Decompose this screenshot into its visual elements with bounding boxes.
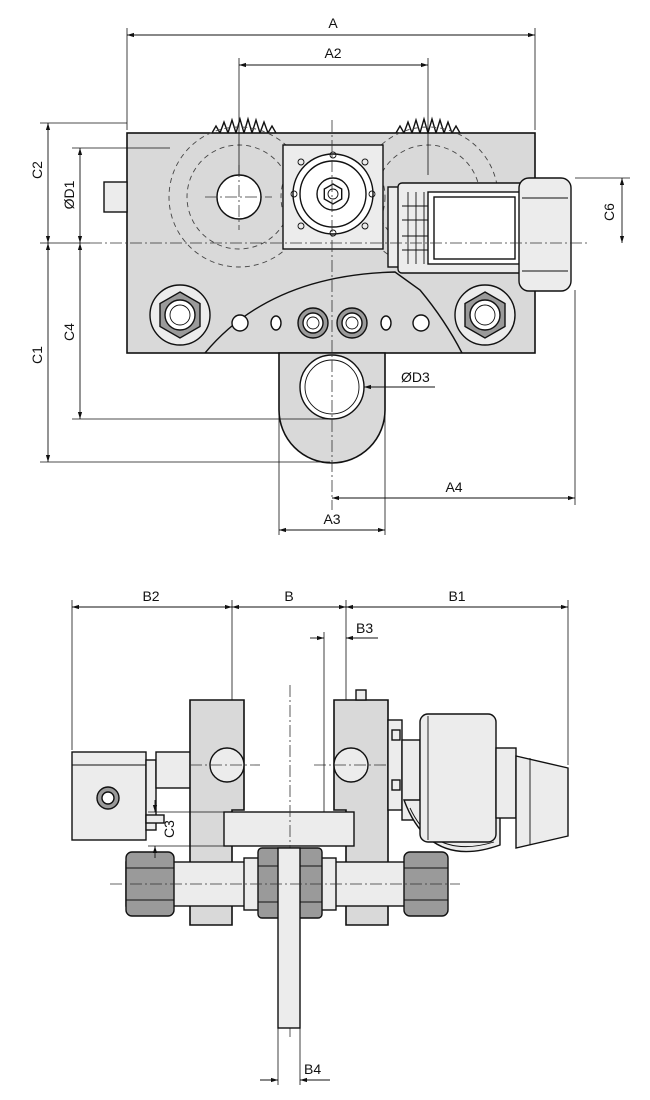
dim-D3: ØD3 [364, 369, 435, 390]
side-view: B2 B B1 B3 C3 B [71, 588, 569, 1085]
dim-A-label: A [328, 15, 338, 31]
right-motor [401, 713, 569, 853]
gearbox-hub [316, 177, 350, 211]
gearbox-mid-ring [299, 160, 367, 228]
dim-B3-label: B3 [356, 620, 373, 636]
dim-C1: C1 [29, 243, 330, 463]
dim-B1-label: B1 [448, 588, 465, 604]
dim-D3-label: ØD3 [401, 369, 430, 385]
dim-A3: A3 [278, 410, 386, 535]
dim-A2-label: A2 [324, 45, 341, 61]
left-wheel-nut [149, 284, 211, 346]
beam-flange [223, 811, 355, 847]
hex-socket [323, 183, 343, 205]
left-gear-teeth [211, 116, 277, 136]
dim-D1-label: ØD1 [61, 180, 77, 209]
dim-D1: ØD1 [61, 147, 170, 243]
dim-A2: A2 [238, 45, 429, 175]
end-stub [103, 181, 128, 213]
dim-A4-label: A4 [445, 479, 462, 495]
dim-B-label: B [284, 588, 293, 604]
dim-C4: C4 [61, 243, 332, 420]
dim-B2-label: B2 [142, 588, 159, 604]
dim-A3-label: A3 [323, 511, 340, 527]
top-view: A A2 C2 ØD1 C1 C4 [29, 15, 630, 535]
left-motor [71, 751, 193, 841]
dim-C3: C3 [148, 800, 224, 858]
dim-B4: B4 [260, 1028, 330, 1085]
dim-B3: B3 [310, 620, 378, 812]
dim-C3-label: C3 [161, 820, 177, 838]
motor-cap [518, 177, 572, 292]
right-wheel-nut [454, 284, 516, 346]
center-bolt-left [297, 307, 329, 339]
dim-C4-label: C4 [61, 323, 77, 341]
center-bolt-right [336, 307, 368, 339]
dim-B1: B1 [346, 588, 569, 765]
hanger-plate [277, 847, 301, 1029]
dim-C6-label: C6 [601, 203, 617, 221]
dim-B4-label: B4 [304, 1061, 321, 1077]
dim-C6: C6 [575, 177, 630, 243]
small-hole [231, 314, 249, 332]
dim-A4: A4 [332, 290, 576, 505]
dim-A: A [126, 15, 536, 130]
dim-C1-label: C1 [29, 346, 45, 364]
dim-B2: B2 [71, 588, 233, 750]
motor-connector-box [387, 182, 529, 274]
dim-B: B [232, 588, 347, 700]
bolt-hole [297, 158, 305, 166]
dim-C2-label: C2 [29, 161, 45, 179]
